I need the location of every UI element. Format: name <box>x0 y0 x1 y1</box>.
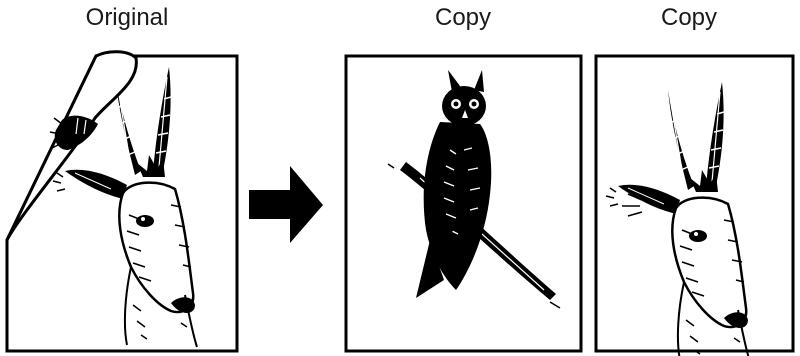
copy-page-1 <box>346 56 581 351</box>
original-page <box>7 52 237 351</box>
right-arrow-icon <box>249 166 323 243</box>
copy-page-2 <box>596 56 793 356</box>
